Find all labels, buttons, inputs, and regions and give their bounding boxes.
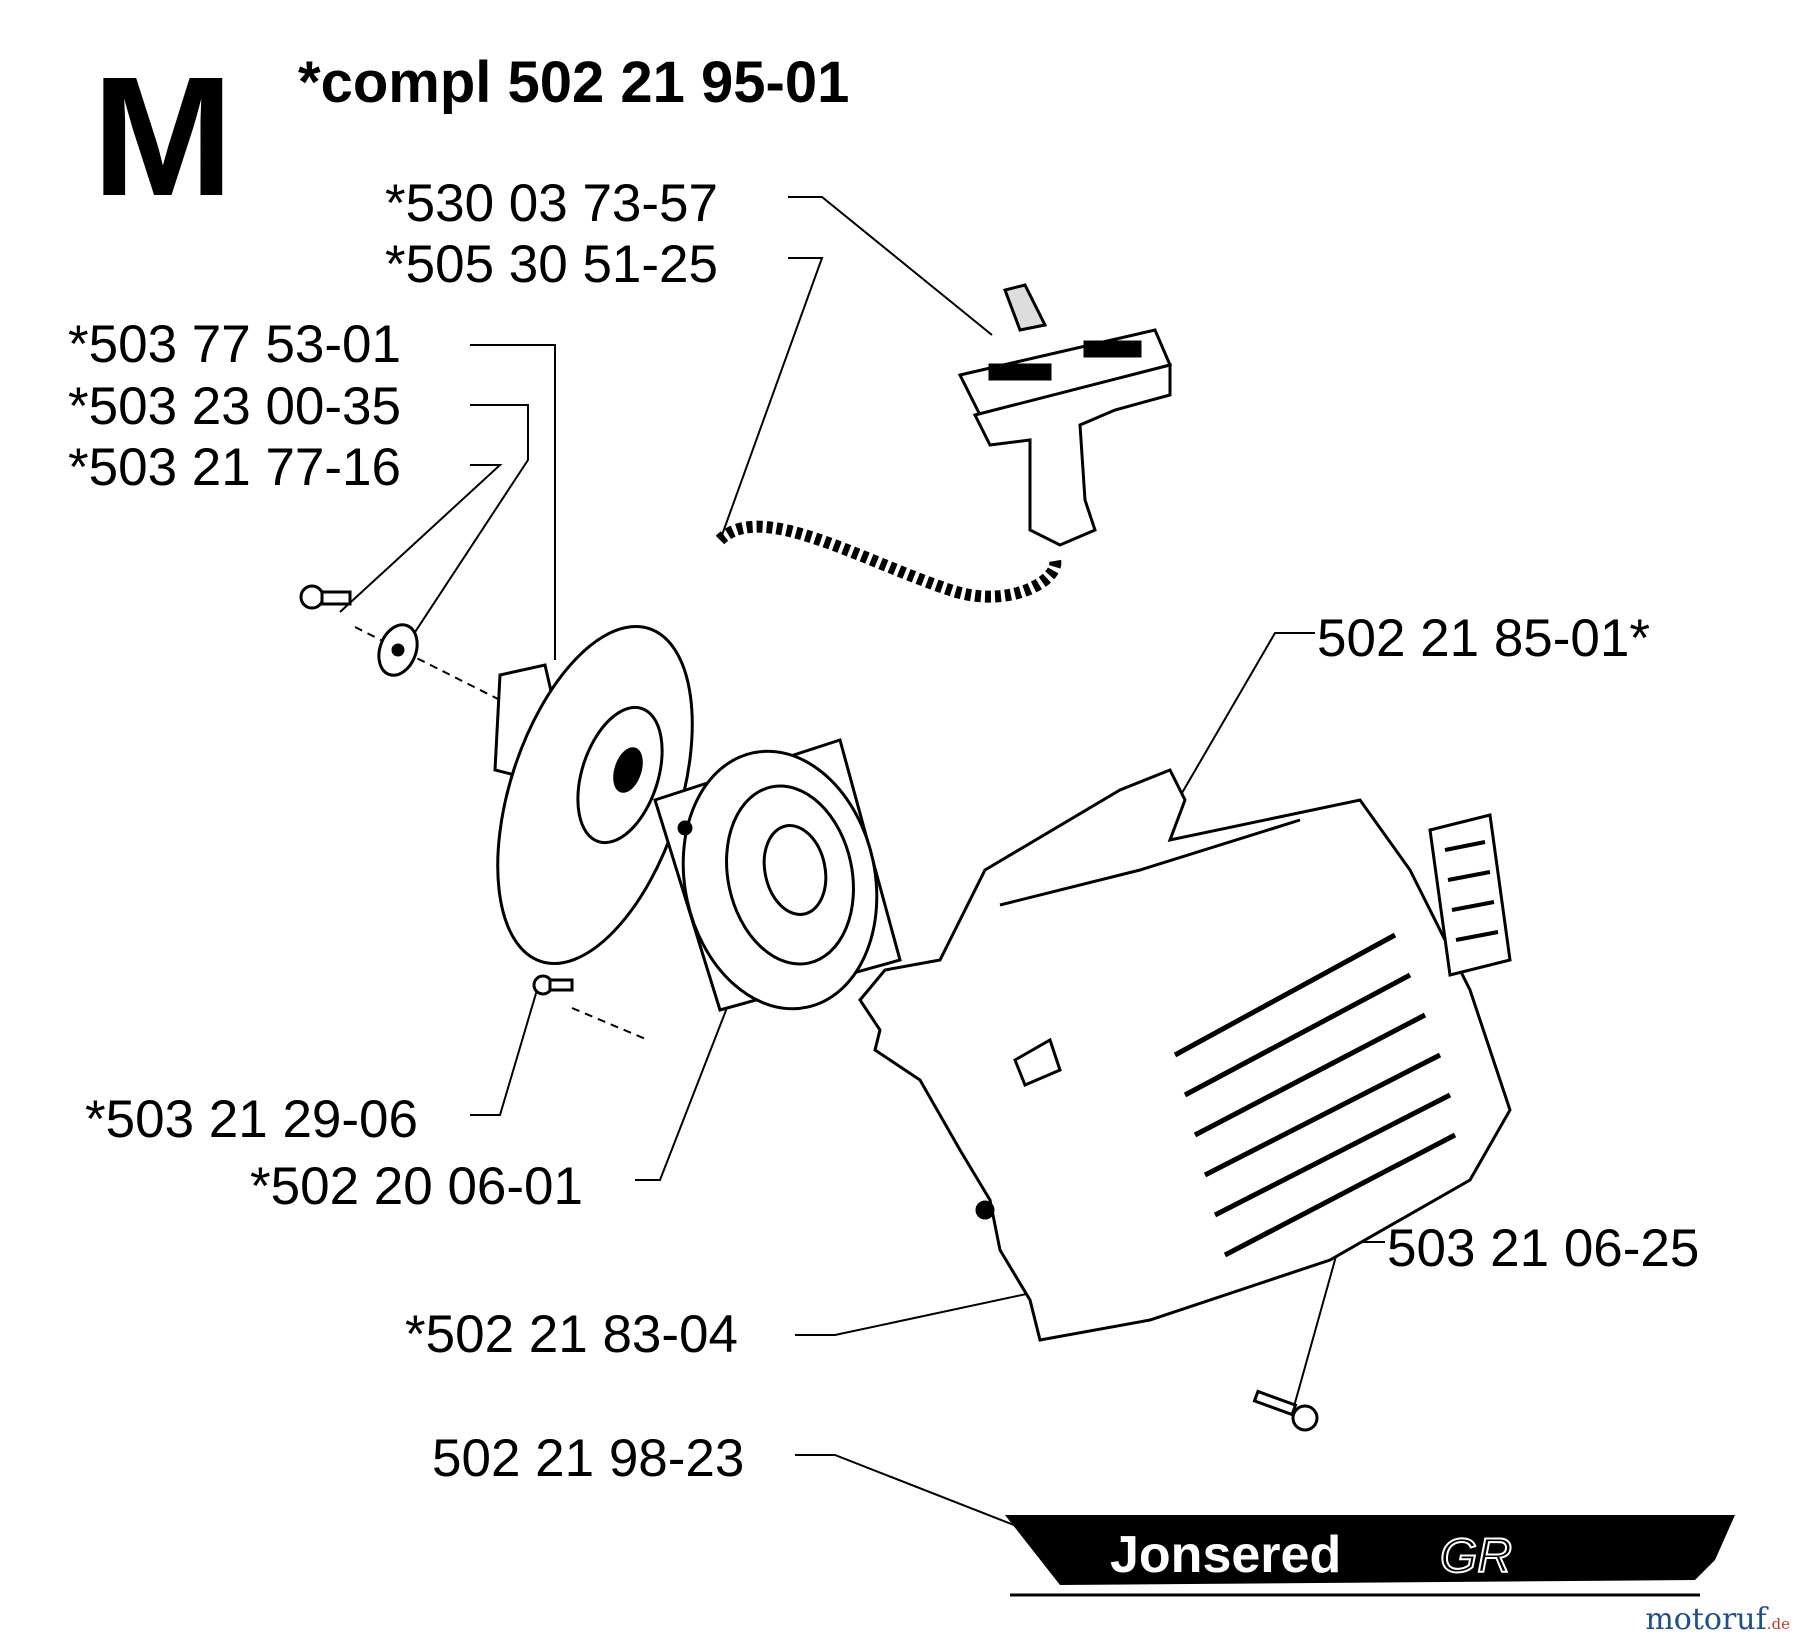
center-screw [299,584,352,610]
starter-rope [715,520,1062,603]
leader-line [397,404,529,659]
leader-line [721,257,824,536]
starter-cover-part-label: *502 21 83-04 [405,1305,739,1364]
watermark: motoruf.de [1645,1605,1790,1635]
leader-line [795,1454,1066,1546]
leader-line [470,344,556,660]
starter-handle [957,283,1173,547]
cover-screw-part-label: 503 21 06-25 [1387,1219,1700,1278]
decal-model: GR [1440,1530,1512,1583]
spring-screw-part-label: *503 21 29-06 [85,1090,419,1149]
leader-line [339,464,503,613]
leader-line [470,989,538,1116]
housing-part-label: 502 21 85-01* [1317,609,1651,668]
watermark-text: motoruf [1645,1602,1767,1637]
leader-line [788,196,993,336]
section-letter: M [92,42,234,232]
handle-part-label: *530 03 73-57 [385,174,719,233]
spring-cassette-part-label: *502 20 06-01 [250,1157,584,1216]
washer [377,623,419,677]
assembly-axis [571,1007,649,1041]
decal-brand: Jonsered [1110,1526,1341,1584]
pulley-part-label: *503 77 53-01 [68,315,402,374]
assembly-label: *compl 502 21 95-01 [298,50,850,115]
spring-screw [532,974,574,996]
leader-line [795,1289,1046,1336]
center-screw-part-label: *503 21 77-16 [68,438,402,497]
starter-pulley [493,625,694,965]
decal-part-label: 502 21 98-23 [432,1429,745,1488]
leader-line [1174,632,1315,806]
starter-cover [858,768,1512,1342]
washer-part-label: *503 23 00-35 [68,377,402,436]
watermark-suffix: .de [1766,1615,1790,1633]
cover-screw [1252,1389,1319,1432]
rope-part-label: *505 30 51-25 [385,235,719,294]
spring-cassette [653,738,902,1012]
jonsered-decal [1005,1515,1735,1597]
leader-line [635,999,731,1181]
assembly-axis [354,626,501,701]
